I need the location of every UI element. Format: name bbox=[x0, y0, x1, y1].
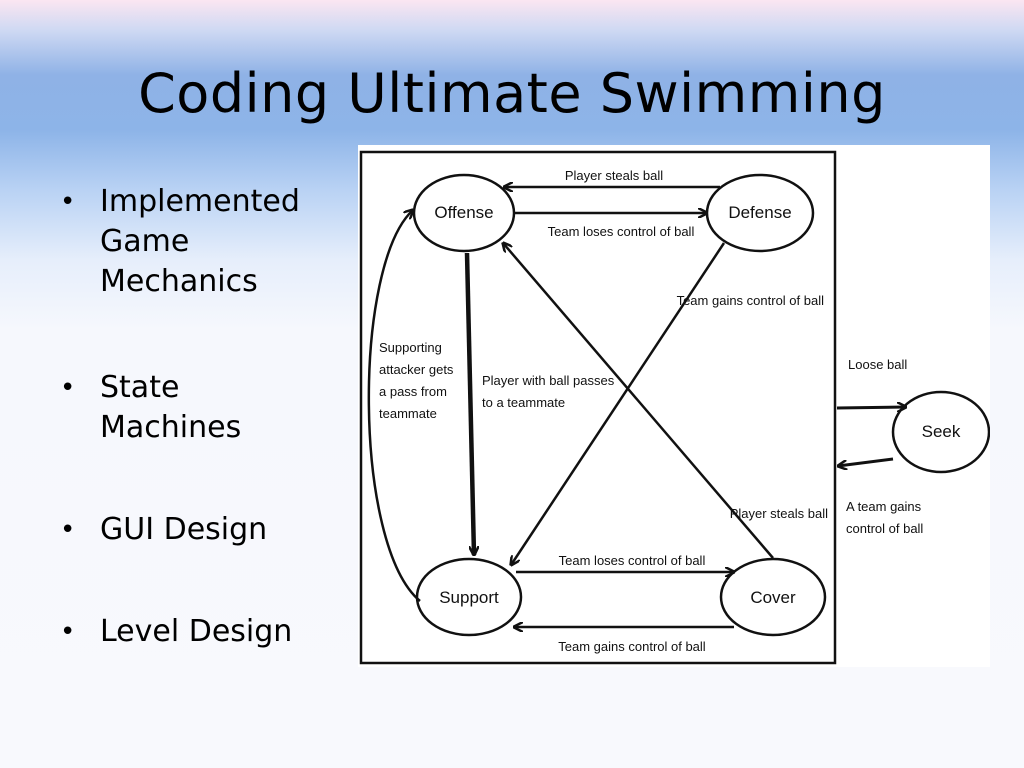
arrow-defense-to-support bbox=[511, 242, 726, 565]
bullet-line: Game bbox=[100, 224, 190, 259]
bullet-marker: • bbox=[60, 515, 76, 545]
state-seek-node bbox=[891, 390, 990, 474]
label-from-seek-1: A team gains bbox=[846, 499, 922, 514]
label-defense-to-support: Team gains control of ball bbox=[677, 293, 825, 308]
label-support-to-offense-4: teammate bbox=[379, 406, 437, 421]
label-offense-to-support-2: to a teammate bbox=[482, 395, 565, 410]
label-offense-to-defense: Team loses control of ball bbox=[548, 224, 695, 239]
label-cover-to-support: Team gains control of ball bbox=[558, 639, 706, 654]
label-support-to-offense-3: a pass from bbox=[379, 384, 447, 399]
arrow-offense-to-support bbox=[464, 252, 474, 555]
state-offense-label: Offense bbox=[434, 203, 493, 222]
state-machine-diagram: Offense Defense Support Cover Seek Playe… bbox=[359, 150, 990, 665]
label-support-to-offense-2: attacker gets bbox=[379, 362, 454, 377]
arrow-to-seek bbox=[836, 407, 906, 408]
label-to-seek: Loose ball bbox=[848, 357, 907, 372]
bullet-marker: • bbox=[60, 617, 76, 647]
arrow-from-seek bbox=[838, 457, 894, 466]
arrow-cover-to-offense bbox=[503, 243, 774, 559]
label-offense-to-support-1: Player with ball passes bbox=[482, 373, 615, 388]
label-from-seek-2: control of ball bbox=[846, 521, 923, 536]
bullet-marker: • bbox=[60, 187, 76, 217]
label-support-to-cover: Team loses control of ball bbox=[559, 553, 706, 568]
label-defense-to-offense: Player steals ball bbox=[565, 168, 663, 183]
label-support-to-offense-1: Supporting bbox=[379, 340, 442, 355]
bullet-line: State bbox=[100, 370, 180, 405]
bullet-line: GUI Design bbox=[100, 512, 268, 547]
label-cover-to-offense: Player steals ball bbox=[730, 506, 828, 521]
bullet-marker: • bbox=[60, 373, 76, 403]
bullet-line: Mechanics bbox=[100, 264, 258, 299]
bullet-line: Implemented bbox=[100, 184, 300, 219]
state-support-label: Support bbox=[439, 588, 499, 607]
arrow-support-to-offense bbox=[367, 210, 421, 602]
bullet-line: Level Design bbox=[100, 614, 293, 649]
state-cover-label: Cover bbox=[750, 588, 796, 607]
bullet-line: Machines bbox=[100, 410, 242, 445]
slide-title: Coding Ultimate Swimming bbox=[138, 62, 886, 125]
state-defense-label: Defense bbox=[728, 203, 791, 222]
state-seek-label: Seek bbox=[922, 422, 961, 441]
state-cover-node bbox=[719, 557, 827, 637]
